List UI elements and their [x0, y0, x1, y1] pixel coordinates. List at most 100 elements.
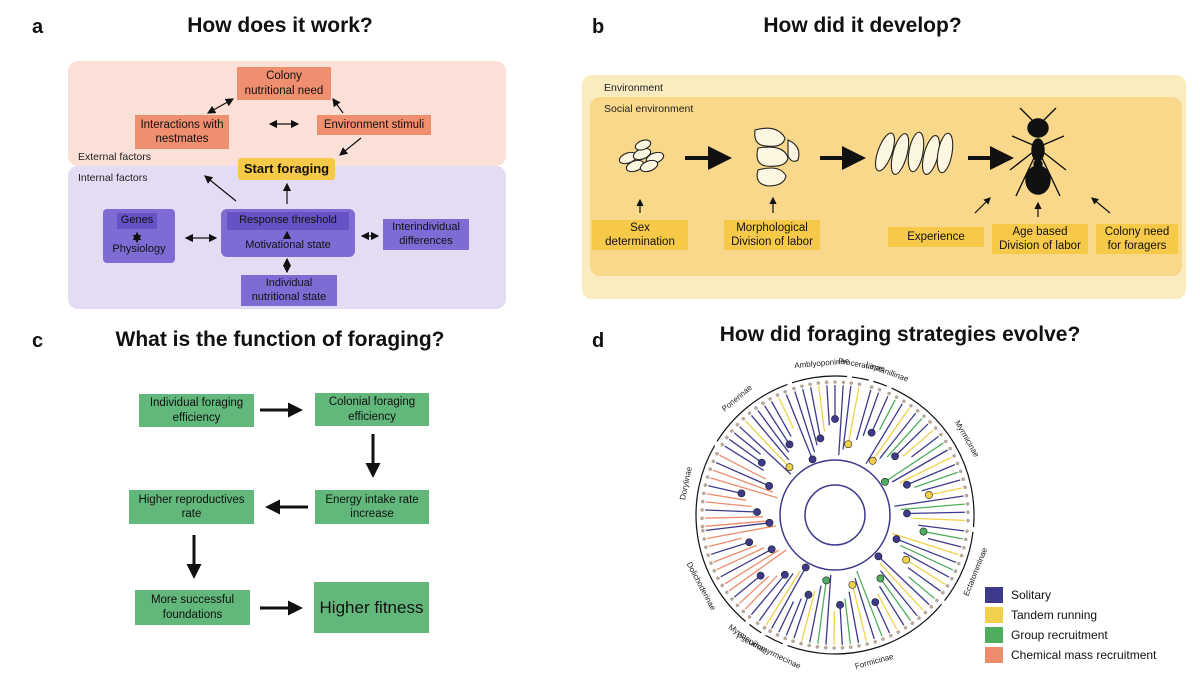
tree-tip	[881, 637, 885, 641]
arrow-colony-interactions	[206, 98, 235, 114]
tree-tip	[958, 469, 963, 474]
environment-label: Environment	[604, 82, 663, 94]
tree-branch	[851, 584, 868, 642]
tree-tip	[966, 510, 970, 515]
tree-tip	[720, 583, 725, 588]
tree-branch	[758, 573, 794, 622]
tree-branch	[906, 511, 965, 515]
tree-branch	[862, 392, 880, 437]
tree-branch	[764, 405, 791, 445]
successful-foundations-box: More successful foundations	[135, 590, 250, 625]
tree-node	[903, 509, 911, 518]
tree-branch	[778, 601, 795, 633]
tree-tip	[915, 408, 920, 413]
tree-node	[836, 600, 844, 609]
tree-tip	[775, 393, 780, 397]
tree-branch	[712, 469, 774, 493]
tree-tip	[964, 493, 969, 498]
tree-tip	[962, 545, 966, 550]
tree-tip	[848, 645, 853, 649]
colonial-efficiency-box: Colonial foraging efficiency	[315, 393, 429, 426]
tree-branch	[848, 591, 860, 643]
tree-branch	[874, 601, 891, 634]
subfamily-bracket	[787, 603, 942, 655]
tree-branch	[719, 454, 767, 480]
tree-tip	[709, 561, 713, 565]
tree-tip	[923, 610, 928, 615]
tree-branch	[809, 585, 822, 643]
subfamily-bracket	[944, 531, 974, 601]
tree-branch	[708, 485, 742, 495]
subfamily-label: Dolichoderinae	[685, 561, 718, 613]
subfamily-label: Leptanillinae	[864, 360, 910, 384]
tree-branch	[728, 549, 787, 592]
subfamily-bracket	[873, 380, 888, 387]
tree-tip	[952, 454, 956, 458]
tree-node	[881, 477, 889, 486]
tree-branch	[842, 385, 852, 450]
tree-tip	[832, 646, 836, 650]
tree-node	[816, 434, 825, 443]
panel-b-title: How did it develop?	[763, 14, 962, 37]
tree-tip	[966, 518, 970, 523]
higher-fitness-box: Higher fitness	[314, 582, 429, 633]
energy-intake-box: Energy intake rate increase	[315, 490, 429, 524]
tree-tip	[933, 426, 938, 430]
panel-b-drawings	[618, 107, 1111, 217]
individual-efficiency-box: Individual foraging efficiency	[139, 394, 254, 427]
tree-tip	[725, 435, 729, 440]
tree-tip	[957, 561, 961, 566]
tree-branch	[728, 438, 763, 464]
tree-branch	[854, 577, 875, 640]
legend-swatch-chemical	[985, 647, 1003, 663]
tree-tip	[841, 380, 846, 385]
tree-branch	[894, 423, 929, 457]
tree-tip	[953, 569, 958, 574]
tree-branch	[906, 464, 956, 486]
tree-branch	[894, 495, 964, 507]
tree-tip	[959, 553, 964, 558]
tree-node	[844, 440, 853, 449]
tree-node	[868, 456, 877, 465]
subfamily-bracket	[695, 527, 747, 622]
panel-d-letter: d	[592, 330, 605, 352]
tree-node	[804, 590, 813, 599]
tree-tip	[909, 403, 913, 408]
eggs-icon	[618, 139, 665, 173]
legend-label-chemical: Chemical mass recruitment	[1011, 648, 1157, 662]
tree-branch	[705, 522, 770, 532]
tree-branch	[733, 432, 762, 455]
tree-branch	[793, 594, 810, 639]
tree-tip	[961, 477, 965, 482]
tree-tip	[857, 382, 862, 387]
tree-tip	[700, 508, 704, 512]
tree-node	[867, 428, 876, 437]
tree-branch	[705, 520, 770, 527]
tree-branch	[908, 576, 936, 600]
tree-branch	[724, 549, 780, 585]
tree-tip	[800, 384, 804, 388]
tree-node	[903, 480, 911, 489]
tree-tip	[747, 411, 752, 415]
tree-tip	[808, 382, 812, 387]
tree-tip	[783, 636, 787, 641]
tree-branch	[739, 575, 770, 604]
tree-branch	[716, 547, 765, 571]
tree-branch	[705, 501, 752, 508]
tree-node	[780, 570, 789, 579]
tree-branch	[839, 604, 843, 645]
arrow-env-colony	[332, 98, 344, 114]
tree-branch	[914, 471, 958, 488]
tree-branch	[900, 503, 965, 511]
tree-branch	[826, 385, 830, 426]
tree-branch	[911, 435, 939, 458]
tree-branch	[918, 524, 965, 532]
legend-item-tandem: Tandem running	[985, 606, 1185, 624]
motivational-state-label: Motivational state	[245, 239, 331, 252]
tree-tip	[700, 499, 705, 504]
colony-nutritional-need-box: Colony nutritional need	[237, 67, 331, 100]
tree-tip	[965, 502, 970, 506]
tree-node	[831, 415, 839, 423]
tree-branch	[891, 532, 959, 556]
tree-tip	[761, 401, 765, 406]
